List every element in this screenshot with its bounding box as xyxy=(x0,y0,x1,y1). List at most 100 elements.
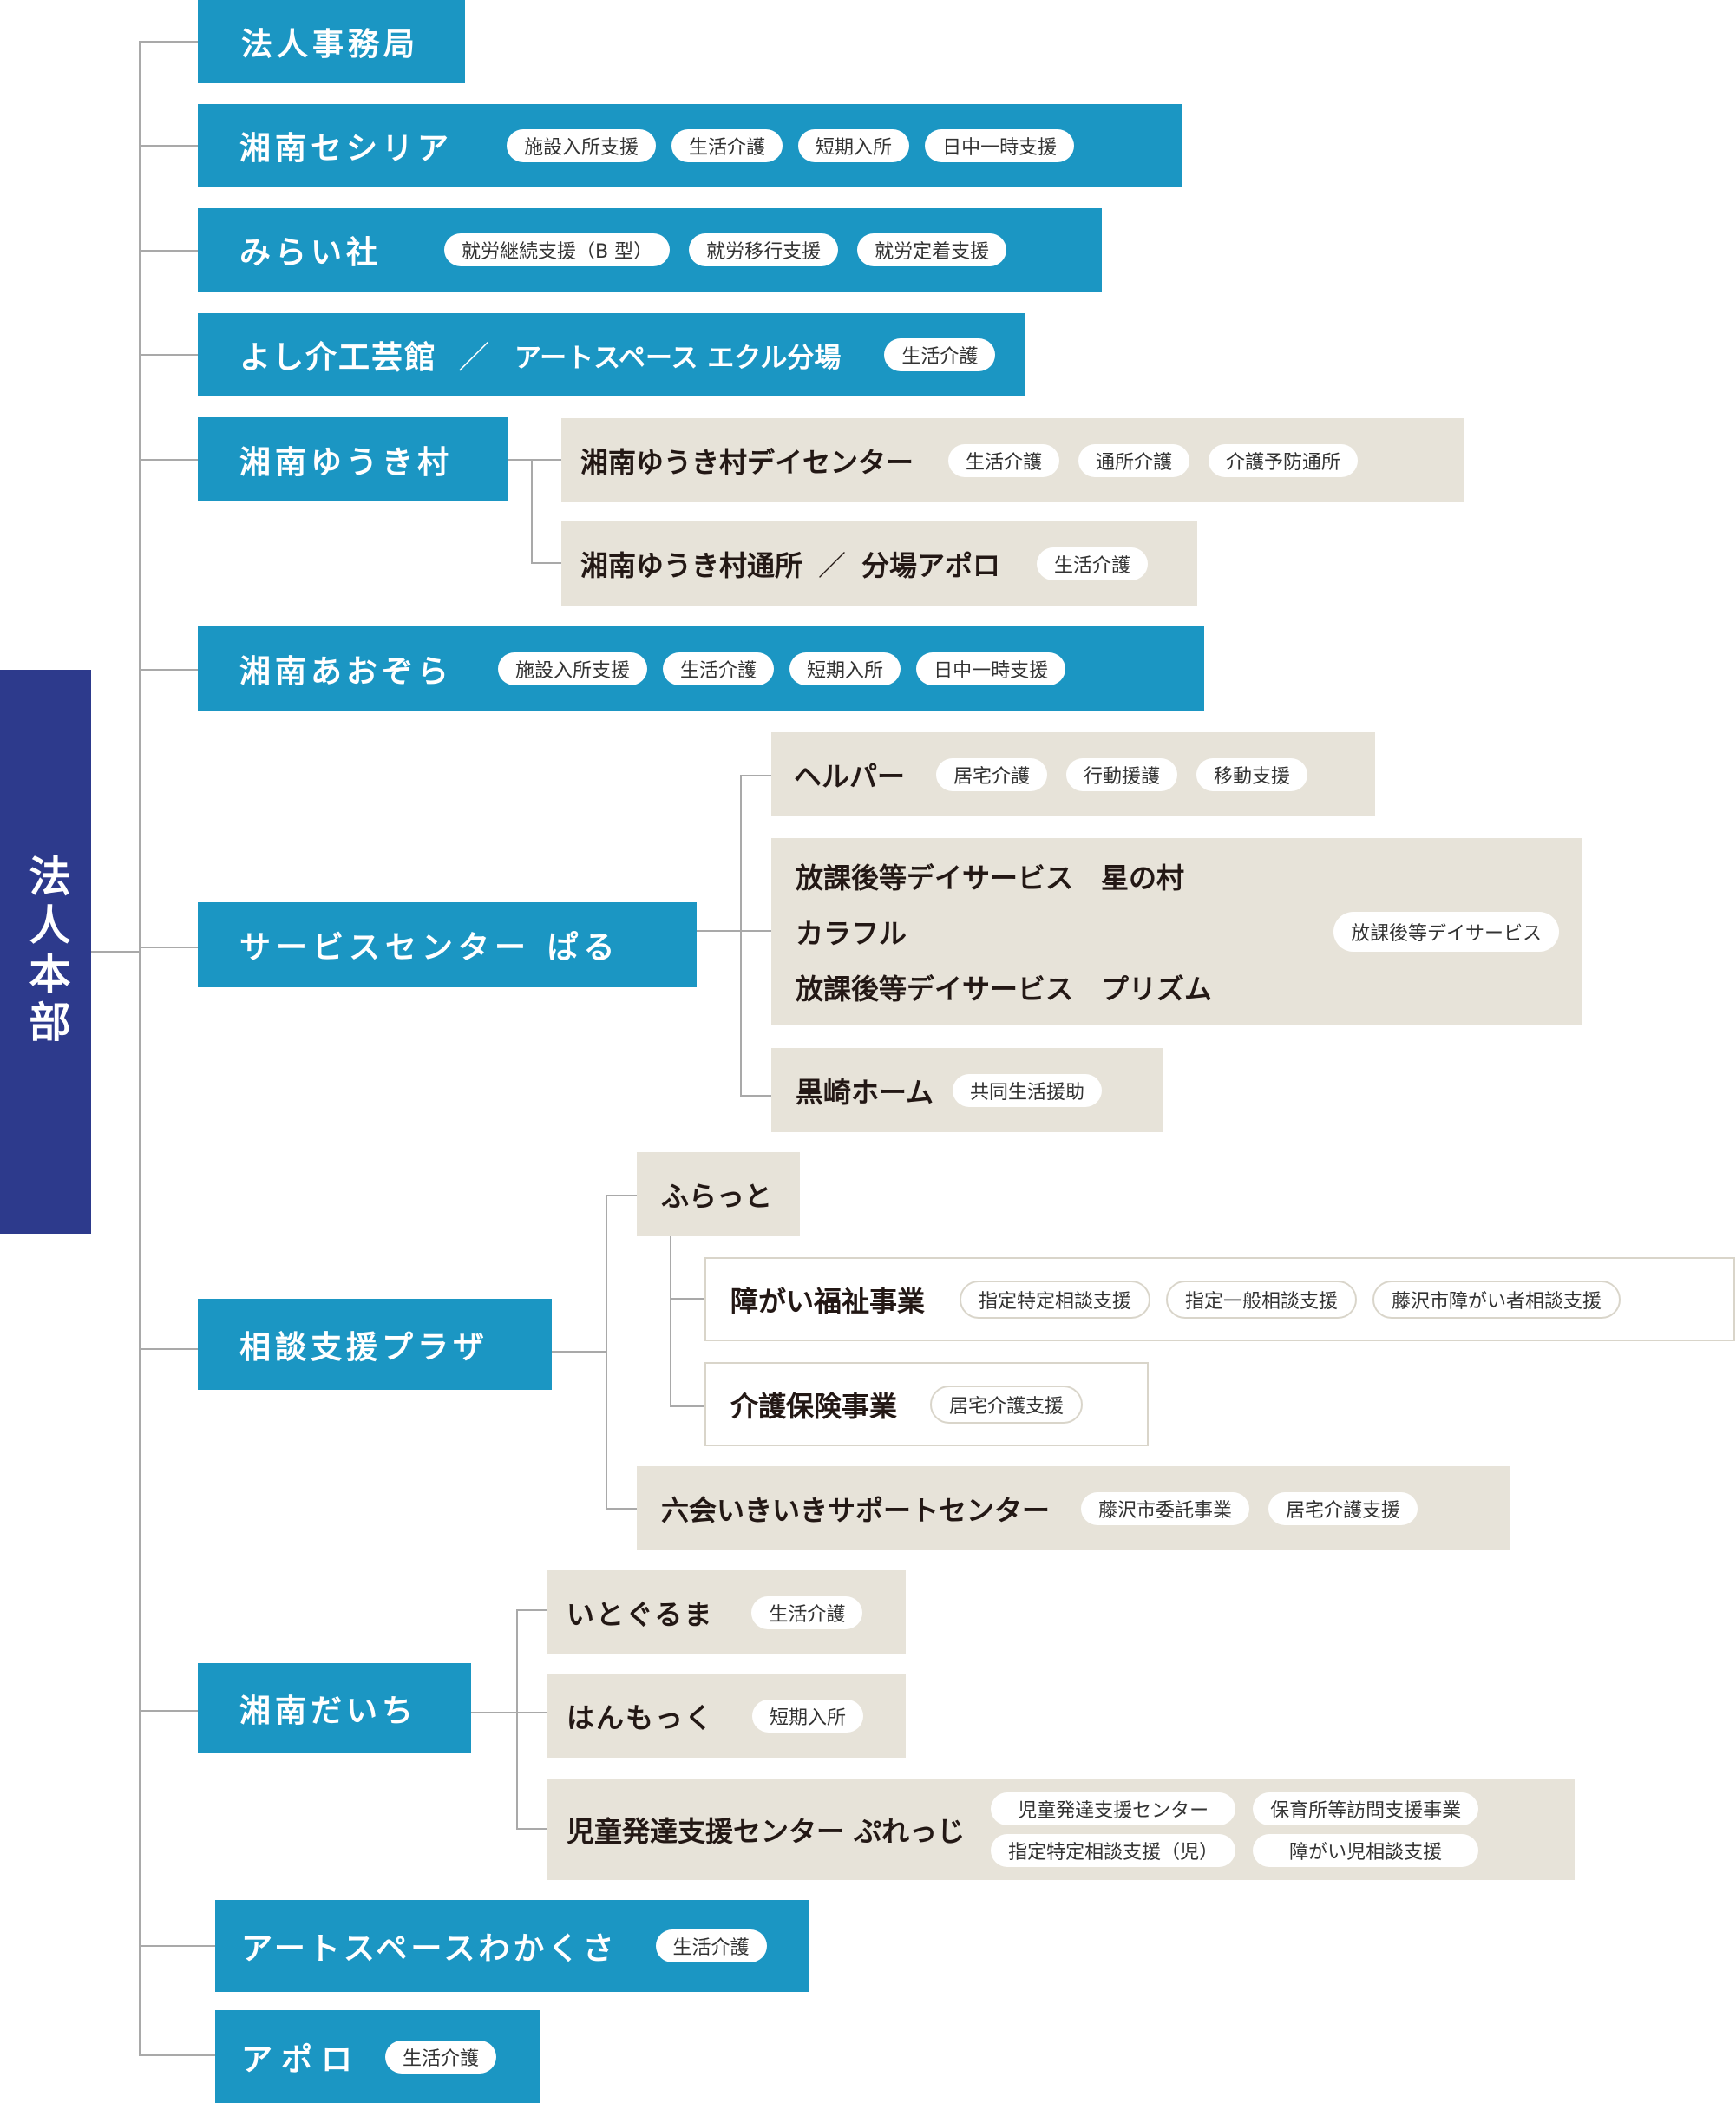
sub-connector xyxy=(531,459,533,563)
sub-connector xyxy=(740,775,742,1096)
unit-plaza[interactable]: 相談支援プラザ xyxy=(198,1299,552,1390)
service-tag: 日中一時支援 xyxy=(925,129,1075,162)
sub-unit-yuuki-tsusho[interactable]: 湘南ゆうき村通所 ／ 分場アポロ 生活介護 xyxy=(561,521,1197,606)
sub-connector xyxy=(670,1405,704,1407)
service-tag: 藤沢市委託事業 xyxy=(1081,1491,1250,1525)
sub-unit-name: 障がい福祉事業 xyxy=(730,1284,926,1318)
sub-connector xyxy=(670,1235,671,1406)
unit-jimukyoku[interactable]: 法人事務局 xyxy=(198,0,465,83)
trunk-line xyxy=(139,42,141,2054)
sub-unit-name: 湘南ゆうき村通所 xyxy=(580,548,803,582)
service-tag: 生活介護 xyxy=(1037,547,1149,580)
service-tag: 行動援護 xyxy=(1066,757,1178,791)
service-tag: 居宅介護 xyxy=(936,757,1048,791)
branch-line xyxy=(139,1348,198,1350)
sub-unit-itoguruma[interactable]: いとぐるま 生活介護 xyxy=(547,1570,906,1654)
sub-unit-pledge[interactable]: 児童発達支援センター ぷれっじ 児童発達支援センター 保育所等訪問支援事業 指定… xyxy=(547,1779,1575,1880)
branch-line xyxy=(139,41,198,43)
service-tag: 障がい児相談支援 xyxy=(1253,1833,1479,1867)
service-tag: 介護予防通所 xyxy=(1209,443,1359,477)
branch-line xyxy=(139,2054,215,2056)
unit-aozora[interactable]: 湘南あおぞら 施設入所支援 生活介護 短期入所 日中一時支援 xyxy=(198,626,1204,711)
service-tag: 指定特定相談支援（児） xyxy=(991,1833,1236,1867)
unit-name: 湘南ゆうき村 xyxy=(239,444,454,481)
unit-name: 相談支援プラザ xyxy=(239,1329,489,1366)
unit-apollo[interactable]: アポロ 生活介護 xyxy=(215,2010,540,2103)
sub-connector xyxy=(531,562,561,564)
service-tag: 短期入所 xyxy=(752,1699,864,1733)
dayservice-list: 放課後等デイサービス 星の村 カラフル 放課後等デイサービス プリズム xyxy=(796,856,1212,1007)
service-tag: 短期入所 xyxy=(789,652,901,685)
headquarters-label: 法人本部 xyxy=(21,855,70,1049)
sub-unit-dayservice[interactable]: 放課後等デイサービス 星の村 カラフル 放課後等デイサービス プリズム 放課後等… xyxy=(771,838,1582,1025)
sub-unit-kurosaki[interactable]: 黒崎ホーム 共同生活援助 xyxy=(771,1048,1163,1132)
sub-connector xyxy=(516,1712,547,1713)
sub-unit-helper[interactable]: ヘルパー 居宅介護 行動援護 移動支援 xyxy=(771,732,1375,816)
sub-unit-name: 六会いきいきサポートセンター xyxy=(661,1493,1051,1527)
sub-connector xyxy=(516,1609,547,1611)
service-tag: 生活介護 xyxy=(385,2040,497,2074)
service-tag: 生活介護 xyxy=(671,129,783,162)
hq-connector xyxy=(91,951,140,953)
service-tag: 就労移行支援 xyxy=(689,233,839,266)
sub-connector xyxy=(670,1298,704,1300)
branch-line xyxy=(139,459,198,461)
sub-unit-subname: 分場アポロ xyxy=(861,548,1001,582)
sub-unit-kaigo[interactable]: 介護保険事業 居宅介護支援 xyxy=(704,1362,1149,1446)
separator: ／ xyxy=(818,548,847,582)
branch-line xyxy=(139,1710,198,1712)
sub-connector xyxy=(516,1828,547,1830)
sub-unit-mutsuai[interactable]: 六会いきいきサポートセンター 藤沢市委託事業 居宅介護支援 xyxy=(637,1466,1510,1550)
sub-connector xyxy=(516,1609,518,1829)
service-tag: 藤沢市障がい者相談支援 xyxy=(1372,1280,1621,1319)
sub-unit-name: はんもっく xyxy=(567,1700,715,1734)
sub-connector xyxy=(740,1095,771,1097)
sub-connector xyxy=(470,1712,518,1713)
unit-pal[interactable]: サービスセンター ぱる xyxy=(198,902,697,987)
sub-connector xyxy=(740,930,771,932)
sub-unit-hammock[interactable]: はんもっく 短期入所 xyxy=(547,1674,906,1758)
branch-line xyxy=(139,1945,215,1947)
service-tag: 就労継続支援（B 型） xyxy=(444,233,671,266)
sub-connector xyxy=(606,1195,607,1509)
sub-unit-name: ふらっと xyxy=(661,1179,773,1213)
unit-name: 湘南セシリア xyxy=(239,131,454,167)
sub-connector xyxy=(697,930,742,932)
unit-name: みらい社 xyxy=(239,235,383,271)
sub-connector xyxy=(740,775,771,776)
unit-miraisha[interactable]: みらい社 就労継続支援（B 型） 就労移行支援 就労定着支援 xyxy=(198,208,1102,292)
unit-daichi[interactable]: 湘南だいち xyxy=(198,1663,471,1753)
service-tag: 指定一般相談支援 xyxy=(1166,1280,1358,1319)
service-tag: 生活介護 xyxy=(948,443,1060,477)
branch-line xyxy=(139,947,198,948)
sub-connector xyxy=(531,459,561,461)
tag-grid: 児童発達支援センター 保育所等訪問支援事業 指定特定相談支援（児） 障がい児相談… xyxy=(991,1792,1479,1867)
sub-connector xyxy=(606,1195,637,1196)
sub-unit-name: 湘南ゆうき村デイセンター xyxy=(580,445,914,479)
sub-unit-welfare[interactable]: 障がい福祉事業 指定特定相談支援 指定一般相談支援 藤沢市障がい者相談支援 xyxy=(704,1257,1735,1341)
service-tag: 施設入所支援 xyxy=(507,129,657,162)
service-tag: 共同生活援助 xyxy=(953,1073,1103,1107)
branch-line xyxy=(139,250,198,252)
unit-yoshi[interactable]: よし介工芸館 ／ アートスペース エクル分場 生活介護 xyxy=(198,313,1025,396)
unit-subname: アートスペース エクル分場 xyxy=(514,342,842,374)
sub-unit-yuuki-day[interactable]: 湘南ゆうき村デイセンター 生活介護 通所介護 介護予防通所 xyxy=(561,418,1464,502)
sub-connector xyxy=(606,1508,637,1510)
service-tag: 生活介護 xyxy=(751,1595,863,1629)
service-tag: 指定特定相談支援 xyxy=(960,1280,1151,1319)
sub-unit-name: 介護保険事業 xyxy=(730,1389,898,1423)
unit-cecilia[interactable]: 湘南セシリア 施設入所支援 生活介護 短期入所 日中一時支援 xyxy=(198,104,1182,187)
unit-name: アートスペースわかくさ xyxy=(241,1931,618,1967)
unit-yuuki[interactable]: 湘南ゆうき村 xyxy=(198,417,508,501)
unit-name: サービスセンター ぱる xyxy=(239,930,620,966)
service-tag: 日中一時支援 xyxy=(916,652,1066,685)
unit-name: 法人事務局 xyxy=(241,27,420,62)
service-tag: 児童発達支援センター xyxy=(991,1792,1236,1825)
branch-line xyxy=(139,669,198,671)
service-tag: 生活介護 xyxy=(884,338,996,371)
sub-unit-furatto[interactable]: ふらっと xyxy=(637,1152,800,1236)
service-tag: 就労定着支援 xyxy=(857,233,1007,266)
unit-name: 湘南だいち xyxy=(239,1694,418,1729)
service-tag: 居宅介護支援 xyxy=(1268,1491,1418,1525)
unit-wakakusa[interactable]: アートスペースわかくさ 生活介護 xyxy=(215,1900,809,1992)
